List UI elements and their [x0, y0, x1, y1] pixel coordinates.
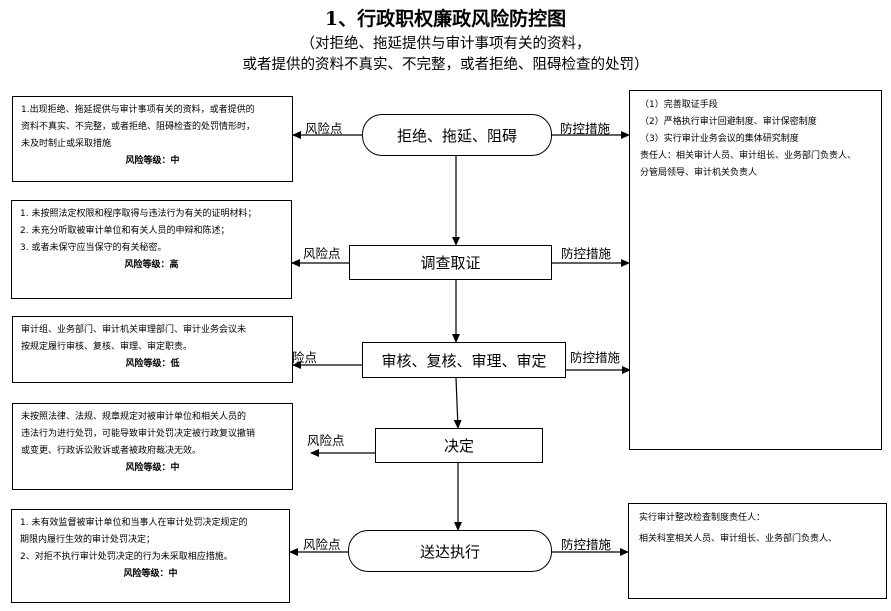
risk-point-label-2: 风险点 [303, 246, 341, 261]
risk-level: 风险等级：中 [125, 156, 180, 166]
risk-level: 风险等级：中 [123, 569, 178, 579]
control-measure-label-2: 防控措施 [561, 246, 612, 261]
risk-point-label-4: 风险点 [307, 433, 345, 448]
risk-text-line: 未按照法律、法规、规章规定对被审计单位和相关人员的 [21, 412, 247, 422]
risk-level: 风险等级：高 [124, 260, 179, 270]
measure-text-line: （2）严格执行审计回避制度、审计保密制度 [640, 117, 817, 127]
page-title: 1、行政职权廉政风险防控图 [324, 8, 567, 30]
flow-arrow-3 [453, 377, 462, 429]
measure-box-2: 实行审计整改检查制度责任人： 相关科室相关人员、审计组长、业务部门负责人、 [628, 503, 887, 599]
risk-box-4: 未按照法律、法规、规章规定对被审计单位和相关人员的 违法行为进行处罚，可能导致审… [12, 403, 293, 490]
measure-text-line: 实行审计整改检查制度责任人： [639, 513, 766, 523]
risk-text-line: 资料不真实、不完整，或者拒绝、阻碍检查的处罚情形时， [21, 122, 256, 132]
measure-box-1: （1）完善取证手段 （2）严格执行审计回避制度、审计保密制度 （3）实行审计业务… [629, 90, 882, 450]
step-refuse-delay-obstruct: 拒绝、拖延、阻碍 [362, 114, 552, 156]
risk-box-1: 1.出现拒绝、拖延提供与审计事项有关的资料，或者提供的 资料不真实、不完整，或者… [12, 96, 293, 182]
subtitle-line-2: 或者提供的资料不真实、不完整，或者拒绝、阻碍检查的处罚） [242, 57, 649, 73]
risk-text-line: 审计组、业务部门、审计机关审理部门、审计业务会议未 [21, 325, 247, 335]
risk-point-label-1: 风险点 [305, 121, 343, 136]
measure-text-line: 相关科室相关人员、审计组长、业务部门负责人、 [639, 534, 838, 544]
control-measure-label-5: 防控措施 [561, 537, 612, 552]
risk-text-line: 2. 未充分听取被审计单位和有关人员的申辩和陈述； [20, 226, 230, 236]
step-investigate-evidence: 调查取证 [349, 245, 552, 280]
risk-point-label-5: 风险点 [303, 537, 341, 552]
risk-point-label-3: 险点 [292, 350, 318, 365]
risk-text-line: 2、对拒不执行审计处罚决定的行为未采取相应措施。 [20, 552, 233, 562]
risk-level: 风险等级：中 [125, 463, 180, 473]
risk-level: 风险等级：低 [125, 359, 180, 369]
risk-text-line: 按规定履行审核、复核、审理、审定职责。 [21, 342, 193, 352]
risk-box-3: 审计组、业务部门、审计机关审理部门、审计业务会议未 按规定履行审核、复核、审理、… [12, 316, 293, 383]
risk-text-line: 1. 未有效监督被审计单位和当事人在审计处罚决定规定的 [20, 518, 248, 528]
measure-text-line: （1）完善取证手段 [640, 100, 718, 110]
risk-text-line: 或变更、行政诉讼败诉或者被政府裁决无效。 [21, 446, 202, 456]
risk-text-line: 1.出现拒绝、拖延提供与审计事项有关的资料，或者提供的 [21, 105, 255, 115]
risk-text-line: 违法行为进行处罚，可能导致审计处罚决定被行政复议撤销 [21, 429, 256, 439]
step-decision: 决定 [375, 428, 543, 463]
risk-text-line: 未及时制止或采取措施 [21, 139, 112, 149]
risk-text-line: 期限内履行生效的审计处罚决定； [20, 535, 156, 545]
risk-box-5: 1. 未有效监督被审计单位和当事人在审计处罚决定规定的 期限内履行生效的审计处罚… [11, 509, 290, 603]
subtitle-line-1: （对拒绝、拖延提供与审计事项有关的资料， [300, 36, 591, 52]
control-measure-label-3: 防控措施 [570, 350, 621, 365]
control-measure-label-1: 防控措施 [560, 121, 611, 136]
measure-text-line: （3）实行审计业务会议的集体研究制度 [640, 134, 799, 144]
risk-text-line: 1. 未按照法定权限和程序取得与违法行为有关的证明材料； [20, 209, 257, 219]
step-deliver-execute: 送达执行 [348, 530, 552, 572]
risk-text-line: 3. 或者未保守应当保守的有关秘密。 [20, 243, 167, 253]
measure-text-line: 分管局领导、审计机关负责人 [640, 168, 758, 178]
risk-box-2: 1. 未按照法定权限和程序取得与违法行为有关的证明材料； 2. 未充分听取被审计… [11, 200, 292, 299]
step-review-approve: 审核、复核、审理、审定 [362, 342, 566, 378]
measure-text-line: 责任人：相关审计人员、审计组长、业务部门负责人、 [640, 151, 857, 161]
